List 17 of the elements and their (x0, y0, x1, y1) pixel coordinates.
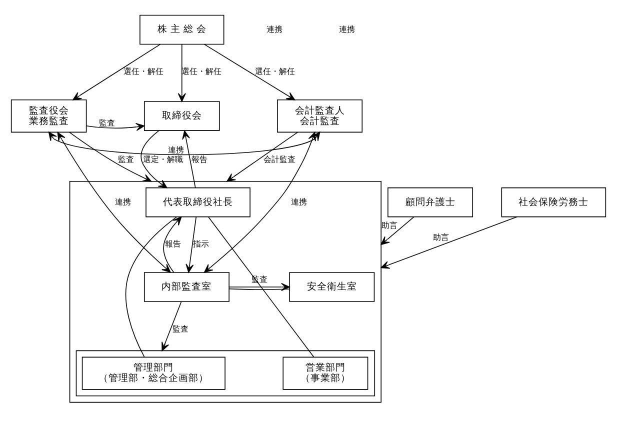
edge-label: 監査 (172, 324, 188, 334)
edge-label: 連携 (115, 197, 132, 206)
edge-label: 会計監査 (263, 155, 296, 164)
edge-label: 報告 (165, 240, 182, 249)
edge-label: 監査 (118, 155, 134, 164)
edge-label: 助言 (433, 232, 450, 242)
edge-label: 連携 (168, 145, 184, 154)
edge-label: 指示 (193, 240, 210, 249)
edge-label: 報告 (192, 155, 208, 164)
edge-label: 監査 (99, 118, 116, 128)
edge-label: 選任・解任 (255, 67, 296, 76)
label: 連携 (339, 24, 356, 34)
edge-label: 選定・解職 (142, 155, 183, 164)
label: 連携 (266, 24, 283, 34)
edge-label: 連携 (290, 197, 307, 206)
edge-label: 助言 (382, 221, 398, 230)
edge-label: 選任・解任 (124, 67, 164, 76)
